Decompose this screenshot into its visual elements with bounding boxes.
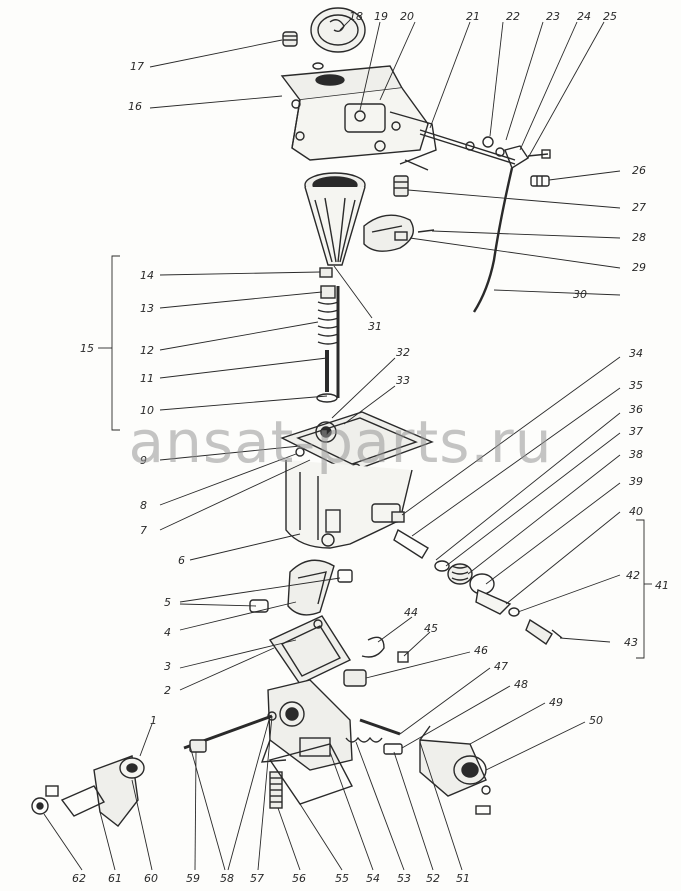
part-float-chamber <box>280 411 434 549</box>
callout-14: 14 <box>140 269 154 282</box>
callout-36: 36 <box>629 403 643 416</box>
callout-46: 46 <box>474 644 488 657</box>
callout-17: 17 <box>130 60 144 73</box>
part-small-screw <box>282 31 298 47</box>
callout-47: 47 <box>494 660 508 673</box>
callout-8: 8 <box>140 499 147 512</box>
callout-56: 56 <box>292 872 306 885</box>
callout-61: 61 <box>108 872 122 885</box>
callout-21: 21 <box>466 10 480 23</box>
callout-40: 40 <box>629 505 643 518</box>
callout-52: 52 <box>426 872 440 885</box>
callout-11: 11 <box>140 372 154 385</box>
part-choke-wire <box>472 167 514 313</box>
callout-15: 15 <box>80 342 94 355</box>
callout-55: 55 <box>335 872 349 885</box>
callout-28: 28 <box>632 231 646 244</box>
callout-12: 12 <box>140 344 154 357</box>
callout-51: 51 <box>456 872 470 885</box>
callout-30: 30 <box>573 288 587 301</box>
callout-25: 25 <box>603 10 617 23</box>
part-clip <box>361 636 385 658</box>
part-threaded-stud <box>269 771 283 809</box>
callout-62: 62 <box>72 872 86 885</box>
part-filter-cone <box>304 172 366 266</box>
part-float <box>363 214 414 252</box>
callout-33: 33 <box>396 374 410 387</box>
callout-45: 45 <box>424 622 438 635</box>
callout-43: 43 <box>624 636 638 649</box>
callout-7: 7 <box>140 524 147 537</box>
carburetor-parts-drawing <box>31 7 563 827</box>
callout-13: 13 <box>140 302 154 315</box>
part-jet-assembly <box>391 511 563 646</box>
callout-4: 4 <box>164 626 171 639</box>
callout-10: 10 <box>140 404 154 417</box>
part-throttle-body <box>260 679 353 771</box>
callout-57: 57 <box>250 872 264 885</box>
part-bushing <box>343 669 401 736</box>
part-throttle-lever <box>31 755 145 827</box>
callout-38: 38 <box>629 448 643 461</box>
callout-26: 26 <box>632 164 646 177</box>
callout-29: 29 <box>632 261 646 274</box>
callout-1: 1 <box>150 714 157 727</box>
callout-39: 39 <box>629 475 643 488</box>
callout-22: 22 <box>506 10 520 23</box>
callout-54: 54 <box>366 872 380 885</box>
callout-16: 16 <box>128 100 142 113</box>
callout-18: 18 <box>349 10 363 23</box>
callout-49: 49 <box>549 696 563 709</box>
part-economizer-housing <box>419 725 491 815</box>
part-pump-cover <box>249 559 353 616</box>
callout-35: 35 <box>629 379 643 392</box>
part-idle-screw <box>345 736 403 755</box>
callout-labels: 18 19 20 21 22 23 24 25 17 16 26 27 28 2… <box>72 10 669 885</box>
part-gasket <box>268 615 352 685</box>
callout-44: 44 <box>404 606 418 619</box>
callout-31: 31 <box>368 320 382 333</box>
part-choke-linkage <box>354 110 551 170</box>
part-pin <box>417 229 435 233</box>
callout-5: 5 <box>164 596 171 609</box>
callout-24: 24 <box>577 10 591 23</box>
callout-23: 23 <box>546 10 560 23</box>
callout-58: 58 <box>220 872 234 885</box>
callout-19: 19 <box>374 10 388 23</box>
callout-53: 53 <box>397 872 411 885</box>
leader-lines <box>43 19 652 871</box>
callout-9: 9 <box>140 454 147 467</box>
callout-2: 2 <box>164 684 171 697</box>
callout-59: 59 <box>186 872 200 885</box>
callout-41: 41 <box>655 579 669 592</box>
callout-3: 3 <box>164 660 171 673</box>
callout-48: 48 <box>514 678 528 691</box>
callout-37: 37 <box>629 425 643 438</box>
callout-60: 60 <box>144 872 158 885</box>
callout-27: 27 <box>632 201 646 214</box>
callout-20: 20 <box>400 10 414 23</box>
part-top-cover <box>280 65 437 171</box>
callout-50: 50 <box>589 714 603 727</box>
part-small-fitting <box>393 175 409 197</box>
part-pump-spring <box>316 285 340 403</box>
callout-6: 6 <box>178 554 185 567</box>
part-cover-disc <box>310 7 366 53</box>
callout-34: 34 <box>629 347 643 360</box>
part-side-screw <box>530 175 550 187</box>
callout-42: 42 <box>626 569 640 582</box>
callout-32: 32 <box>396 346 410 359</box>
part-throttle-shaft <box>183 711 277 753</box>
